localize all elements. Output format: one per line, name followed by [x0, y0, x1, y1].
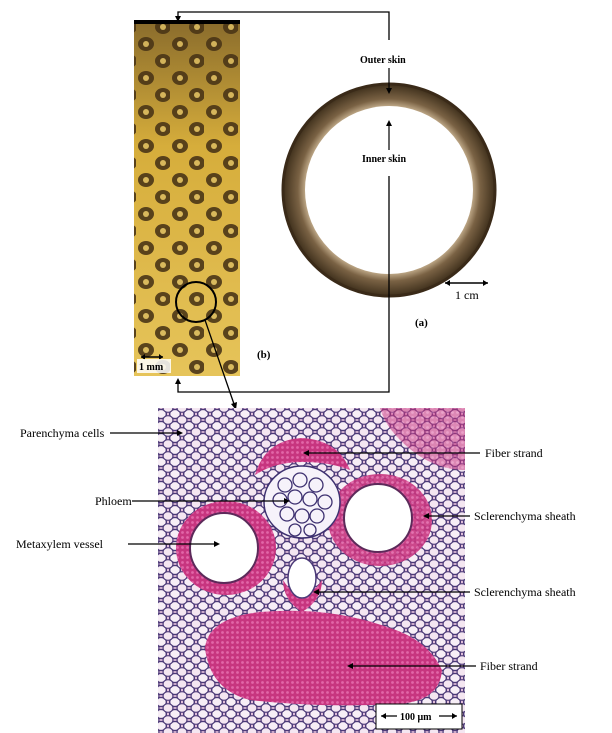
label-parenchyma-cells: Parenchyma cells — [20, 426, 105, 440]
outer-skin-label: Outer skin — [360, 55, 406, 66]
panel-c-micrograph: 100 μm — [158, 408, 465, 733]
label-fiber-strand-top: Fiber strand — [485, 446, 543, 460]
label-metaxylem-vessel: Metaxylem vessel — [16, 537, 104, 551]
label-sclerenchyma-sheath-1: Sclerenchyma sheath — [474, 509, 576, 523]
panel-b-letter: (b) — [257, 349, 271, 361]
panel-b: 1 mm (b) — [134, 20, 271, 376]
inner-skin-label: Inner skin — [362, 154, 406, 165]
label-fiber-strand-bottom: Fiber strand — [480, 659, 538, 673]
panel-b-bundle-texture — [134, 22, 240, 376]
label-sclerenchyma-sheath-2: Sclerenchyma sheath — [474, 585, 576, 599]
protoxylem-lacuna — [288, 558, 316, 598]
panel-b-top-edge — [134, 20, 240, 24]
panel-c-scale-label: 100 μm — [400, 712, 432, 723]
connector-bottom-arrowhead — [175, 378, 181, 384]
phloem-region — [264, 466, 340, 538]
panel-b-scale-label: 1 mm — [139, 362, 164, 373]
panel-a-scale-label: 1 cm — [455, 288, 479, 302]
metaxylem-vessel-left — [190, 513, 258, 583]
label-phloem: Phloem — [95, 494, 132, 508]
panel-a-letter: (a) — [415, 317, 428, 329]
metaxylem-vessel-right — [344, 484, 412, 552]
